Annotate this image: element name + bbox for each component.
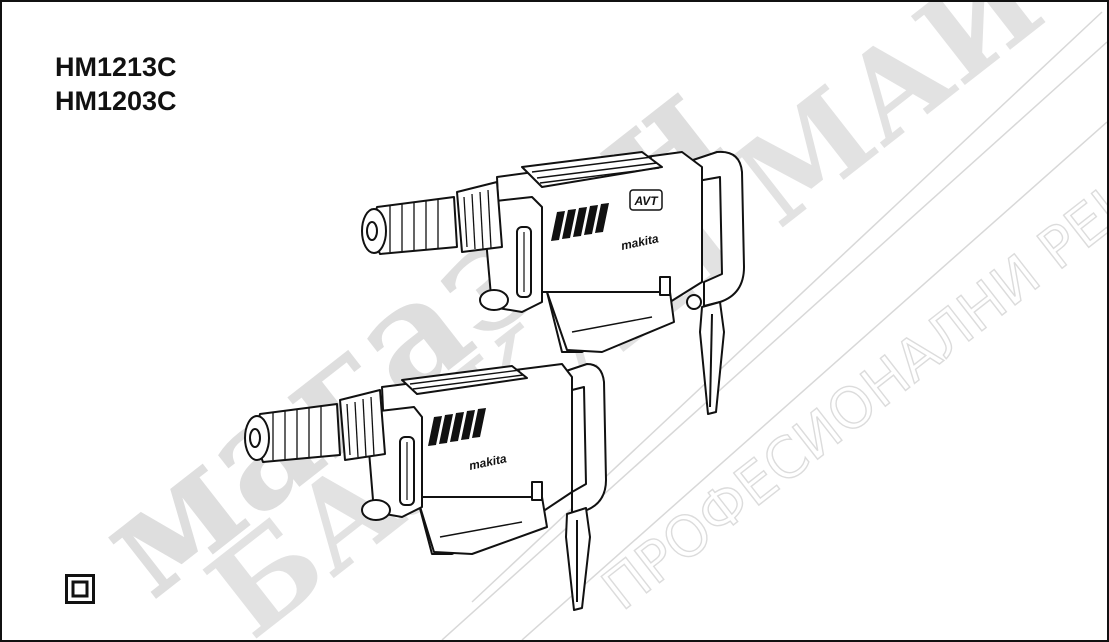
model-number: HM1203C — [55, 86, 177, 116]
model-list: HM1213C HM1203C — [55, 50, 177, 118]
demolition-hammer-hm1203c: makita — [244, 363, 607, 611]
double-insulation-icon — [65, 574, 95, 604]
avt-badge: AVT — [633, 194, 659, 208]
demolition-hammer-hm1213c: AVT makita — [361, 150, 745, 415]
model-number: HM1213C — [55, 52, 177, 82]
